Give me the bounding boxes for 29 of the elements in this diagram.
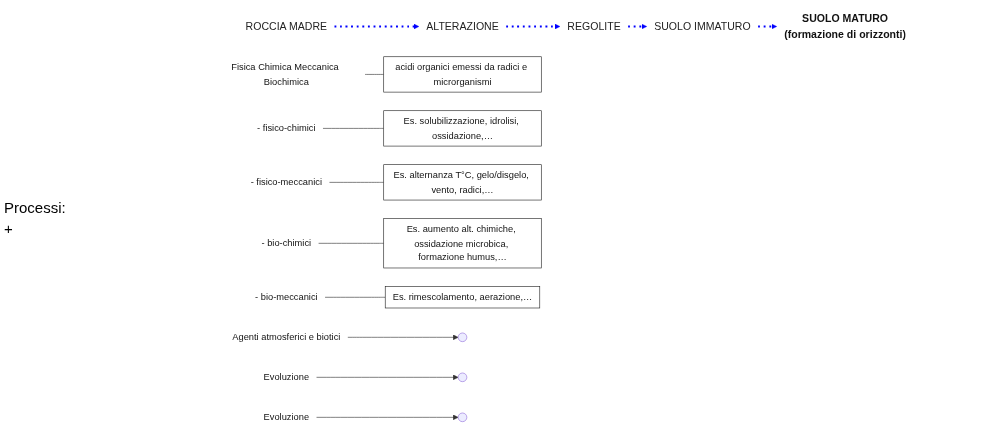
leader-line	[322, 128, 384, 129]
leader-line	[329, 182, 384, 183]
example-box: acidi organici emessi da radici e microrganismi	[383, 56, 542, 93]
example-box: Es. aumento alt. chimiche, ossidazione microbica, formazione humus,…	[383, 218, 542, 269]
stage-text: Evoluzione	[263, 371, 310, 383]
example-box: Es. rimescolamento, aerazione,…	[384, 286, 541, 309]
stage-text: Agenti atmosferici e biotici	[232, 331, 341, 343]
stage-text: - bio-chimici	[261, 237, 312, 249]
note-text: Processi:	[4, 198, 67, 216]
stage-text: ALTERAZIONE	[426, 20, 499, 33]
leader-line	[318, 243, 384, 244]
dotted-arrow	[757, 23, 777, 30]
stage-text: - fisico-meccanici	[250, 176, 322, 188]
stage-text: ROCCIA MADRE	[245, 20, 328, 33]
example-box: Es. solubilizzazione, idrolisi, ossidazione,…	[383, 110, 542, 147]
dotted-arrow	[505, 23, 561, 30]
example-box: Es. alternanza T°C, gelo/disgelo, vento, radici,…	[383, 164, 542, 201]
dotted-arrow	[627, 23, 647, 30]
stage-text: REGOLITE	[567, 20, 621, 33]
stage-text: - bio-meccanici	[255, 291, 318, 303]
leader-line	[364, 74, 384, 75]
stage-text: Evoluzione	[263, 411, 310, 423]
leader-line	[324, 297, 386, 298]
dotted-arrow	[333, 23, 420, 30]
stage-text: - fisico-chimici	[257, 122, 316, 134]
stage-text: SUOLO IMMATURO	[654, 20, 751, 33]
stage-text: SUOLO MATURO (formazione di orizzonti)	[784, 12, 907, 41]
stage-text: Fisica Chimica Meccanica Biochimica	[231, 61, 339, 87]
note-text: +	[4, 219, 14, 237]
